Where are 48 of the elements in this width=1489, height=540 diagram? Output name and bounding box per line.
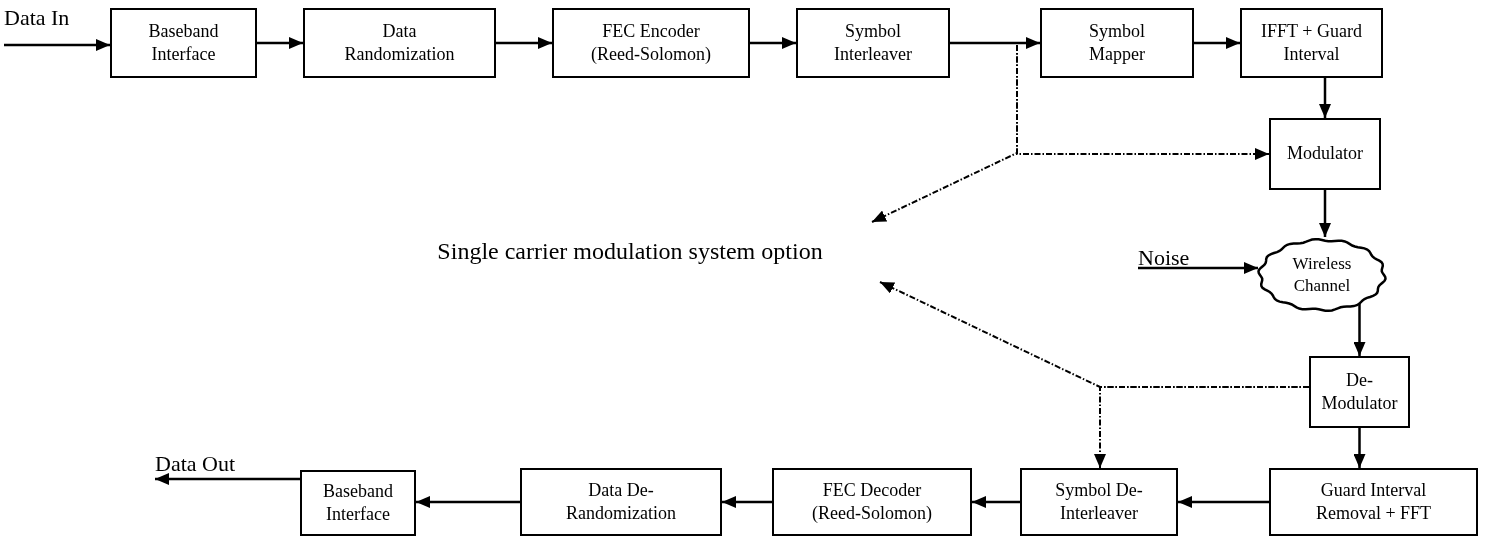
box-label: Modulator — [1287, 142, 1363, 166]
process-box — [1240, 8, 1383, 78]
arrow — [1178, 496, 1269, 508]
flow-label: Data Out — [155, 450, 236, 478]
box-label: Guard Interval Removal + FFT — [1314, 478, 1433, 525]
channel-cloud — [1256, 236, 1388, 314]
box-label: Symbol De- Interleaver — [1054, 478, 1144, 525]
process-box — [1269, 468, 1478, 536]
process-box — [552, 8, 750, 78]
arrow — [750, 37, 796, 49]
process-box — [1269, 118, 1381, 190]
flow-label: Noise — [1138, 244, 1190, 272]
arrow — [496, 37, 552, 49]
arrow — [155, 473, 300, 485]
process-box — [772, 468, 972, 536]
arrow — [722, 496, 772, 508]
process-box — [520, 468, 722, 536]
process-box — [1309, 356, 1410, 428]
box-label: De- Modulator — [1320, 368, 1399, 415]
dotted-arrow — [871, 42, 1018, 223]
process-box — [1020, 468, 1178, 536]
flow-label: Single carrier modulation system option — [437, 237, 823, 267]
box-label: Symbol Interleaver — [833, 19, 913, 66]
box-label: Baseband Interface — [322, 479, 394, 526]
process-box — [110, 8, 257, 78]
arrow — [1194, 37, 1240, 49]
process-box — [303, 8, 496, 78]
box-label: Baseband Interface — [147, 19, 220, 66]
arrow — [972, 496, 1020, 508]
box-label: IFFT + Guard Interval — [1260, 19, 1363, 66]
arrow — [1319, 78, 1331, 118]
arrow — [4, 39, 110, 51]
box-label: FEC Decoder (Reed-Solomon) — [811, 478, 933, 525]
box-label: Data De- Randomization — [565, 478, 677, 525]
box-label: Data Randomization — [343, 19, 456, 66]
box-label: Symbol Mapper — [1088, 19, 1146, 66]
process-box — [1040, 8, 1194, 78]
process-box — [300, 470, 416, 536]
arrow — [1138, 262, 1258, 274]
box-label: Wireless Channel — [1291, 252, 1353, 297]
arrow — [257, 37, 303, 49]
process-box — [796, 8, 950, 78]
arrow — [416, 496, 520, 508]
arrow — [1319, 190, 1331, 237]
flow-label: Data In — [4, 4, 70, 32]
box-label: FEC Encoder (Reed-Solomon) — [590, 19, 712, 66]
arrow — [1353, 428, 1366, 468]
dotted-arrow — [1094, 386, 1310, 469]
